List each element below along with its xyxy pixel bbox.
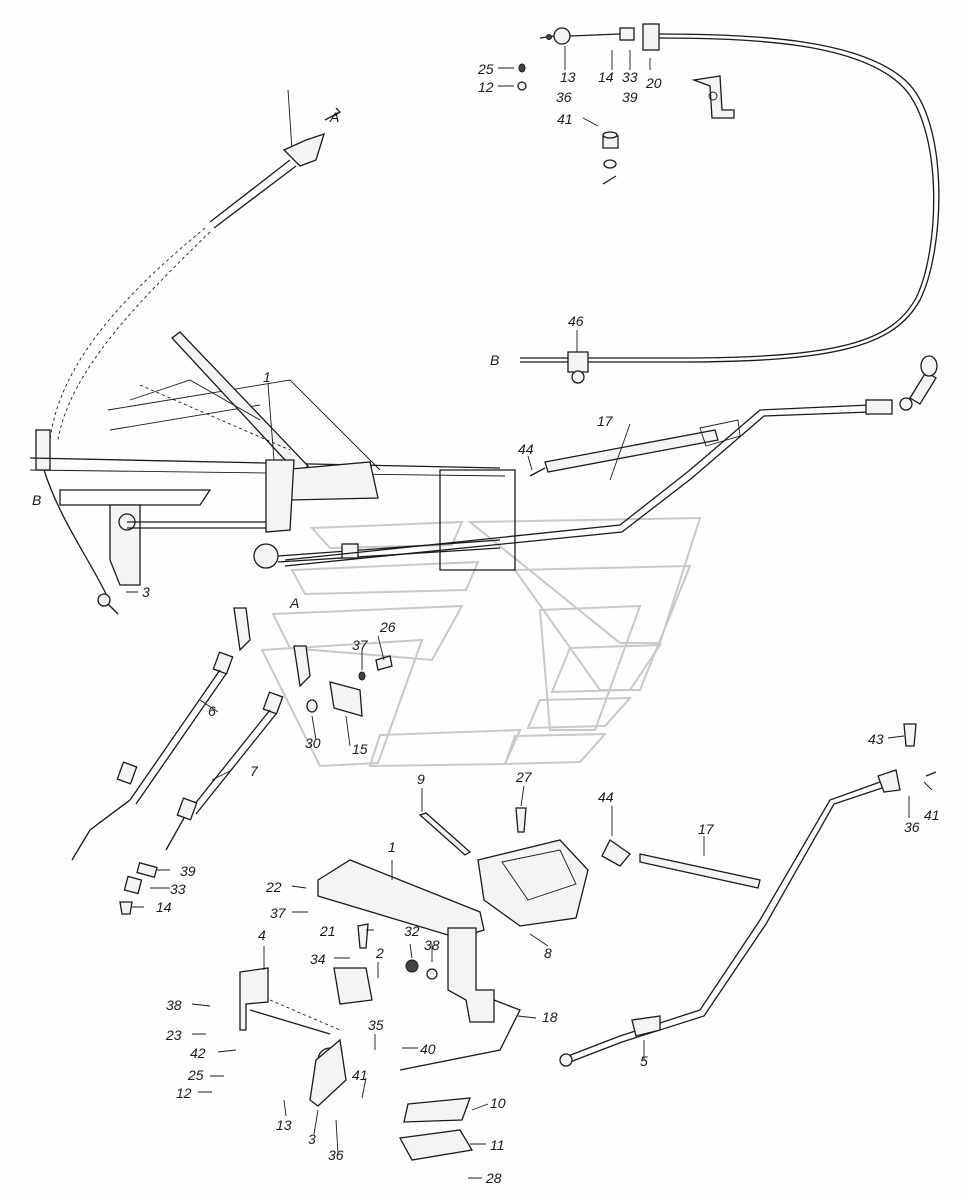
part-label-1: 1	[388, 839, 396, 855]
part-label-2: 2	[375, 945, 384, 961]
part-label-36: 36	[328, 1147, 344, 1163]
part-label-30: 30	[305, 735, 321, 751]
part-label-27: 27	[515, 769, 533, 785]
part-label-22: 22	[265, 879, 282, 895]
part-label-25: 25	[187, 1067, 204, 1083]
part-label-39: 39	[622, 89, 638, 105]
part-label-32: 32	[404, 923, 420, 939]
part-label-28: 28	[485, 1170, 502, 1186]
part-label-6: 6	[208, 703, 216, 719]
part-label-B: B	[490, 352, 499, 368]
part-label-46: 46	[568, 313, 584, 329]
part-label-21: 21	[319, 923, 336, 939]
part-label-11: 11	[490, 1137, 505, 1153]
throttle-cable-upper	[49, 89, 342, 441]
part-label-26: 26	[379, 619, 396, 635]
part-label-25: 25	[477, 61, 494, 77]
watermark-logo	[260, 516, 702, 768]
part-label-10: 10	[490, 1095, 506, 1111]
part-label-43: 43	[868, 731, 884, 747]
part-label-3: 3	[142, 584, 150, 600]
part-label-9: 9	[417, 771, 425, 787]
part-label-23: 23	[165, 1027, 182, 1043]
part-label-42: 42	[190, 1045, 206, 1061]
part-label-13: 13	[276, 1117, 292, 1133]
part-label-41: 41	[557, 111, 573, 127]
part-label-44: 44	[598, 789, 614, 805]
part-label-3: 3	[308, 1131, 316, 1147]
part-label-12: 12	[176, 1085, 192, 1101]
part-label-33: 33	[622, 69, 638, 85]
right-lever	[284, 355, 938, 567]
cable-7	[165, 645, 311, 851]
cable-6	[71, 607, 251, 861]
part-label-14: 14	[156, 899, 172, 915]
leader-lines	[126, 46, 933, 1179]
part-label-15: 15	[352, 741, 368, 757]
part-label-20: 20	[645, 75, 662, 91]
part-label-38: 38	[166, 997, 182, 1013]
part-label-34: 34	[310, 951, 326, 967]
part-label-36: 36	[904, 819, 920, 835]
part-label-8: 8	[544, 945, 552, 961]
part-label-A: A	[329, 109, 339, 125]
part-label-B: B	[32, 492, 41, 508]
part-label-38: 38	[424, 937, 440, 953]
part-label-7: 7	[250, 763, 259, 779]
part-label-14: 14	[598, 69, 614, 85]
lower-pedal	[239, 859, 521, 1161]
lower-linkage-rod	[559, 723, 937, 1067]
part-label-5: 5	[640, 1053, 648, 1069]
part-label-4: 4	[258, 927, 266, 943]
part-label-44: 44	[518, 441, 534, 457]
part-label-13: 13	[560, 69, 576, 85]
part-label-36: 36	[556, 89, 572, 105]
part-label-35: 35	[368, 1017, 384, 1033]
part-label-39: 39	[180, 863, 196, 879]
part-label-A: A	[289, 595, 299, 611]
part-label-41: 41	[352, 1067, 368, 1083]
small-parts-left	[119, 655, 393, 915]
part-label-12: 12	[478, 79, 494, 95]
part-label-33: 33	[170, 881, 186, 897]
part-label-41: 41	[924, 807, 940, 823]
part-label-18: 18	[542, 1009, 558, 1025]
part-label-37: 37	[352, 637, 369, 653]
part-label-40: 40	[420, 1041, 436, 1057]
left-linkage	[29, 379, 506, 615]
pedal-parts	[418, 807, 589, 927]
top-cable-assembly	[517, 23, 940, 384]
part-label-37: 37	[270, 905, 287, 921]
part-label-1: 1	[263, 369, 271, 385]
part-label-17: 17	[698, 821, 715, 837]
part-label-17: 17	[597, 413, 614, 429]
